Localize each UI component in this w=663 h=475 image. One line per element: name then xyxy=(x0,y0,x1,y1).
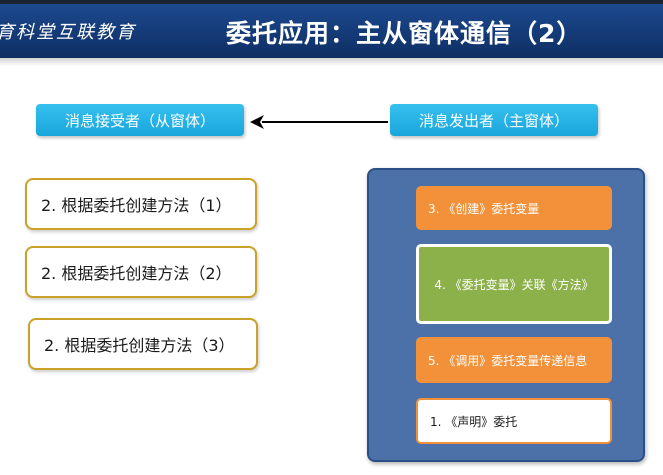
top-border xyxy=(0,0,663,4)
method-box-3: 2. 根据委托创建方法（3） xyxy=(28,318,258,370)
left-arrow-icon xyxy=(250,115,388,129)
step-associate-method: 4. 《委托变量》关联《方法》 xyxy=(416,244,612,324)
brand-text: 育科堂互联教育 xyxy=(0,22,136,43)
slide-header: 育科堂互联教育 委托应用：主从窗体通信（2） xyxy=(0,4,663,58)
step-declare-delegate: 1. 《声明》委托 xyxy=(416,398,612,444)
message-sender-label: 消息发出者（主窗体） xyxy=(390,104,598,136)
method-box-2: 2. 根据委托创建方法（2） xyxy=(25,246,257,298)
message-receiver-label: 消息接受者（从窗体） xyxy=(36,104,244,136)
step-invoke-delegate: 5. 《调用》委托变量传递信息 xyxy=(416,337,612,383)
header-shadow xyxy=(0,58,663,66)
step-create-delegate: 3. 《创建》委托变量 xyxy=(416,186,612,230)
slide-title: 委托应用：主从窗体通信（2） xyxy=(226,19,583,48)
method-box-1: 2. 根据委托创建方法（1） xyxy=(25,178,257,230)
